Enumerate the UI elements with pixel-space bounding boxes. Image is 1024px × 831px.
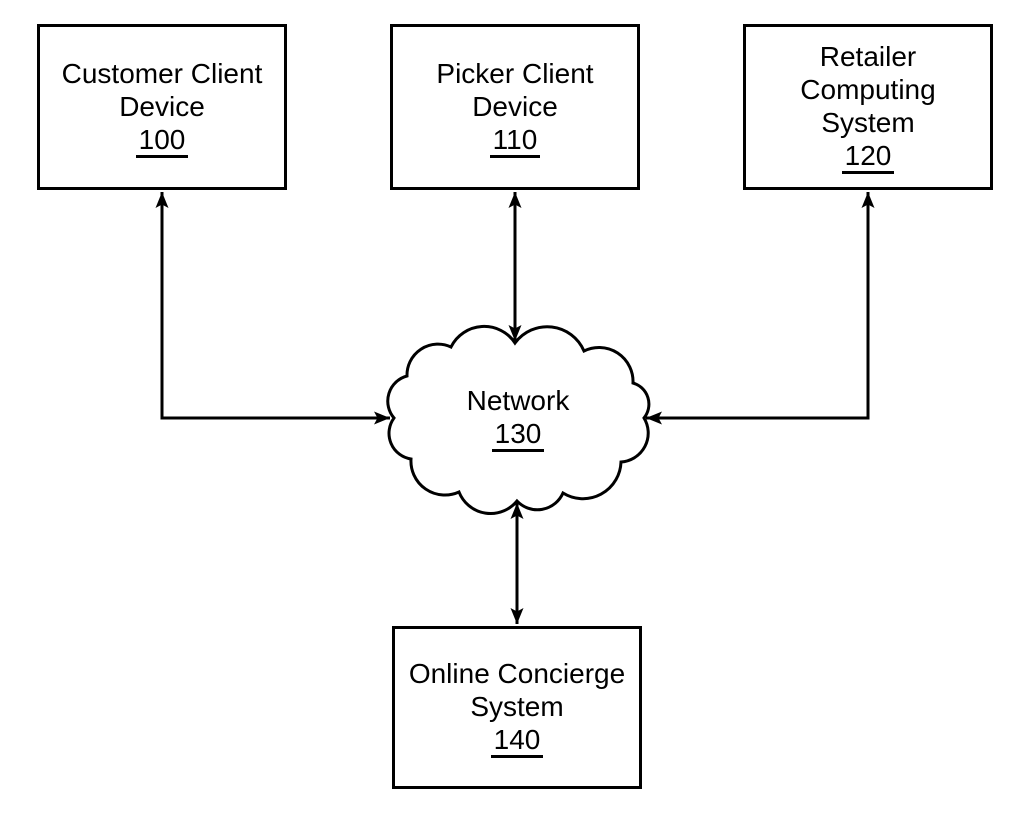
node-customer-client-device: Customer Client Device 100 [37, 24, 287, 190]
node-label: Retailer Computing System 120 [800, 40, 936, 174]
node-label-line: Device [119, 90, 205, 122]
node-label-line: Picker Client [436, 57, 594, 89]
node-ref-number: 140 [490, 725, 544, 758]
node-ref-number: 100 [135, 125, 189, 158]
node-ref-line: 100 [62, 123, 263, 158]
node-network-label: Network 130 [394, 384, 642, 452]
node-ref-number: 110 [489, 125, 541, 158]
node-ref-number: 120 [841, 141, 895, 174]
node-label-line: Computing [800, 74, 936, 105]
node-retailer-computing-system: Retailer Computing System 120 [743, 24, 993, 190]
node-label-line: System [470, 691, 564, 722]
node-label-line: Customer Client [61, 57, 263, 89]
arrow-retailer-network [646, 192, 875, 425]
node-ref-number: 130 [491, 419, 545, 452]
node-ref-line: 130 [394, 417, 642, 452]
network-cloud-shape [386, 325, 651, 515]
arrow-customer-network [155, 192, 390, 425]
node-picker-client-device: Picker Client Device 110 [390, 24, 640, 190]
node-label: Customer Client Device 100 [61, 57, 263, 158]
node-label-line: Online Concierge [408, 658, 626, 689]
node-ref-line: 140 [409, 723, 625, 758]
node-label: Picker Client Device 110 [436, 57, 594, 158]
node-label-line: Device [472, 90, 558, 122]
node-label-line: System [821, 107, 915, 138]
node-ref-line: 120 [800, 139, 935, 174]
node-label-line: Retailer [819, 41, 917, 72]
node-label-line: Network [466, 385, 570, 416]
node-ref-line: 110 [436, 123, 593, 158]
node-online-concierge-system: Online Concierge System 140 [392, 626, 642, 789]
node-label: Online Concierge System 140 [409, 657, 625, 758]
